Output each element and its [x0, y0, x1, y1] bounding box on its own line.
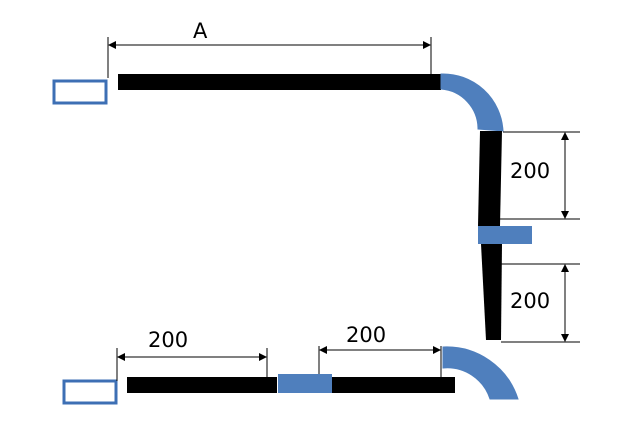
vertical-pipe-upper — [478, 131, 502, 226]
vertical-pipe-lower — [481, 244, 502, 340]
vertical-lower-label: 200 — [510, 289, 550, 313]
bottom-left-end-cap — [62, 379, 118, 405]
top-horizontal-pipe — [118, 74, 441, 90]
top-elbow-fitting — [440, 73, 504, 132]
bottom-pipe-right-segment — [332, 377, 455, 393]
vertical-coupling-fitting — [478, 226, 532, 244]
top-left-end-cap — [52, 79, 108, 105]
dimension-a-label: A — [193, 19, 208, 43]
bottom-left-label: 200 — [148, 328, 188, 352]
dimension-a: A — [107, 19, 432, 78]
bottom-dimensions: 200 200 — [116, 323, 442, 381]
top-assembly — [52, 73, 532, 340]
vertical-dimensions: 200 200 — [500, 131, 580, 343]
bottom-coupling-fitting — [278, 374, 332, 393]
bottom-elbow-fitting — [442, 346, 519, 400]
bottom-assembly — [62, 346, 519, 405]
bottom-right-label: 200 — [346, 323, 386, 347]
bottom-pipe-left-segment — [127, 377, 277, 393]
vertical-upper-label: 200 — [510, 159, 550, 183]
